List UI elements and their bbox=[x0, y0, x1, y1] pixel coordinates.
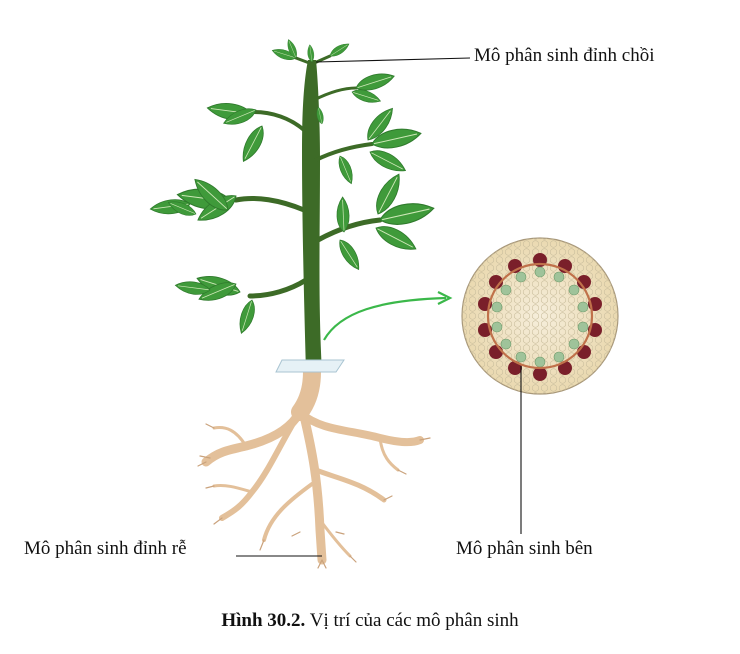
root-system bbox=[197, 363, 431, 569]
lateral-meristem-label: Mô phân sinh bên bbox=[456, 538, 593, 559]
caption-number: Hình 30.2. bbox=[221, 610, 306, 631]
root-apical-meristem-label: Mô phân sinh đỉnh rễ bbox=[24, 538, 187, 559]
cambium-ring bbox=[486, 262, 594, 370]
figure-caption: Hình 30.2. Vị trí của các mô phân sinh bbox=[0, 610, 740, 632]
leaves bbox=[149, 38, 437, 336]
section-arrow bbox=[323, 291, 453, 341]
leader-lines bbox=[236, 57, 522, 557]
caption-text: Vị trí của các mô phân sinh bbox=[309, 610, 519, 631]
section-plane bbox=[275, 359, 345, 373]
leader-shoot bbox=[315, 57, 471, 63]
shoot-apical-meristem-label: Mô phân sinh đỉnh chồi bbox=[474, 45, 655, 66]
stem bbox=[233, 54, 383, 372]
stem-cross-section bbox=[461, 237, 619, 395]
